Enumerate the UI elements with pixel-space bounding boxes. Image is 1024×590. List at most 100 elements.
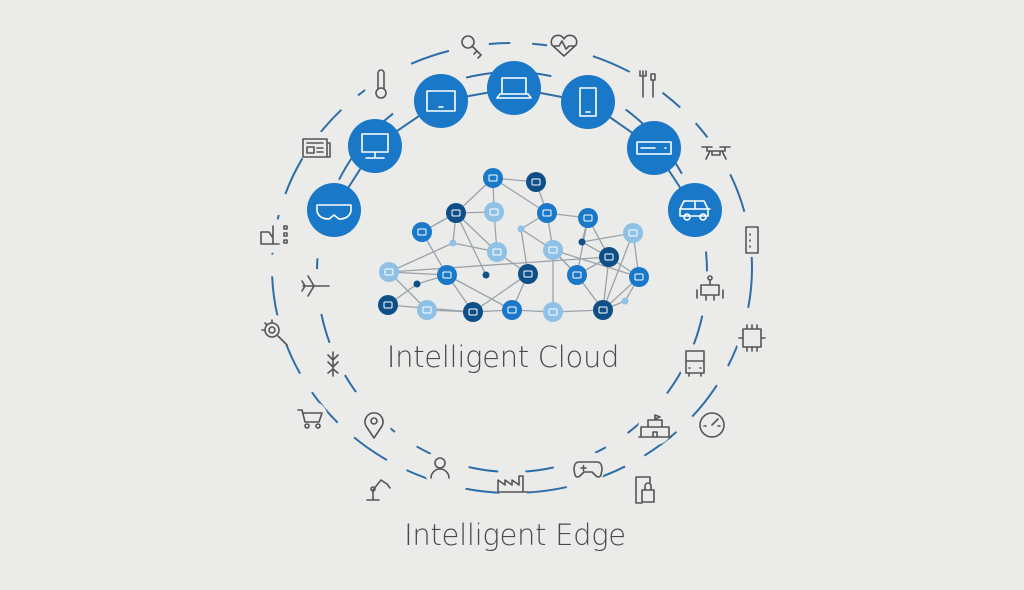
mixed-reality-headset-icon [316, 204, 352, 220]
node-glyph-icon [507, 306, 517, 314]
network-node [412, 222, 432, 242]
node-glyph-icon [604, 253, 614, 261]
network-node [378, 295, 398, 315]
network-link [446, 274, 513, 311]
node-glyph-icon [451, 209, 461, 217]
node-glyph-icon [548, 246, 558, 254]
node-glyph-icon [442, 271, 452, 279]
tools-icon [631, 67, 665, 101]
network-junction [517, 225, 525, 233]
phone-device [561, 75, 615, 129]
school-icon [638, 411, 672, 445]
factory-icon [496, 466, 530, 500]
node-glyph-icon [542, 209, 552, 217]
thermometer-icon [364, 67, 398, 101]
network-node [463, 302, 483, 322]
shopping-cart-icon [294, 401, 328, 435]
node-glyph-icon [489, 208, 499, 216]
desktop-monitor-icon [361, 133, 389, 159]
network-node [518, 264, 538, 284]
cloud-network [378, 168, 649, 322]
network-node [543, 240, 563, 260]
phone-icon [579, 87, 597, 117]
heart-rate-icon [547, 29, 581, 63]
node-glyph-icon [417, 228, 427, 236]
desktop-monitor-device [348, 119, 402, 173]
node-glyph-icon [384, 268, 394, 276]
network-node [487, 242, 507, 262]
network-node [629, 267, 649, 287]
bus-icon [678, 346, 712, 380]
network-junction [482, 271, 490, 279]
node-glyph-icon [634, 273, 644, 281]
node-glyph-icon [422, 306, 432, 314]
tablet-device [414, 74, 468, 128]
edge-devices [258, 29, 769, 507]
network-junction [578, 238, 586, 246]
network-link [455, 212, 487, 276]
network-link [492, 177, 548, 214]
laptop-icon [496, 77, 532, 99]
node-glyph-icon [523, 270, 533, 278]
robot-icon [693, 271, 727, 305]
key-icon [455, 29, 489, 63]
network-node [543, 302, 563, 322]
network-node [437, 265, 457, 285]
node-glyph-icon [628, 229, 638, 237]
node-glyph-icon [383, 301, 393, 309]
gamepad-icon [571, 451, 605, 485]
network-link [552, 249, 640, 278]
wheat-icon [316, 346, 350, 380]
outer-ring [271, 42, 753, 494]
laptop-device [487, 61, 541, 115]
network-link [388, 242, 454, 273]
network-node [446, 203, 466, 223]
network-node [567, 265, 587, 285]
network-node [502, 300, 522, 320]
airplane-icon [299, 269, 333, 303]
network-link [388, 256, 610, 273]
node-glyph-icon [583, 214, 593, 222]
intelligent-cloud-label: Intelligent Cloud [386, 340, 620, 374]
newspaper-icon [299, 131, 333, 165]
drone-icon [699, 135, 733, 169]
network-node [483, 168, 503, 188]
forklift-icon [258, 219, 292, 253]
network-node [526, 172, 546, 192]
node-glyph-icon [468, 308, 478, 316]
intelligent-edge-label: Intelligent Edge [404, 518, 626, 552]
node-glyph-icon [492, 248, 502, 256]
network-node [537, 203, 557, 223]
network-link [472, 273, 529, 313]
network-node [593, 300, 613, 320]
network-junction [621, 297, 629, 305]
primary-devices [307, 61, 722, 237]
node-glyph-icon [548, 308, 558, 316]
network-junction [449, 239, 457, 247]
car-device [668, 183, 722, 237]
node-glyph-icon [531, 178, 541, 186]
gear-icon [258, 315, 292, 349]
sensor-device-icon [735, 223, 769, 257]
gauge-icon [695, 408, 729, 442]
network-node [417, 300, 437, 320]
network-link [602, 232, 634, 311]
person-icon [423, 451, 457, 485]
node-glyph-icon [598, 306, 608, 314]
network-node [578, 208, 598, 228]
location-pin-icon [357, 408, 391, 442]
network-node [379, 262, 399, 282]
network-node [484, 202, 504, 222]
network-node [623, 223, 643, 243]
network-node [599, 247, 619, 267]
node-glyph-icon [488, 174, 498, 182]
car-icon [679, 200, 711, 221]
server-device [627, 121, 681, 175]
node-glyph-icon [572, 271, 582, 279]
network-junction [413, 280, 421, 288]
robot-arm-icon [362, 471, 396, 505]
lock-icon [628, 473, 662, 507]
tablet-icon [426, 90, 456, 112]
